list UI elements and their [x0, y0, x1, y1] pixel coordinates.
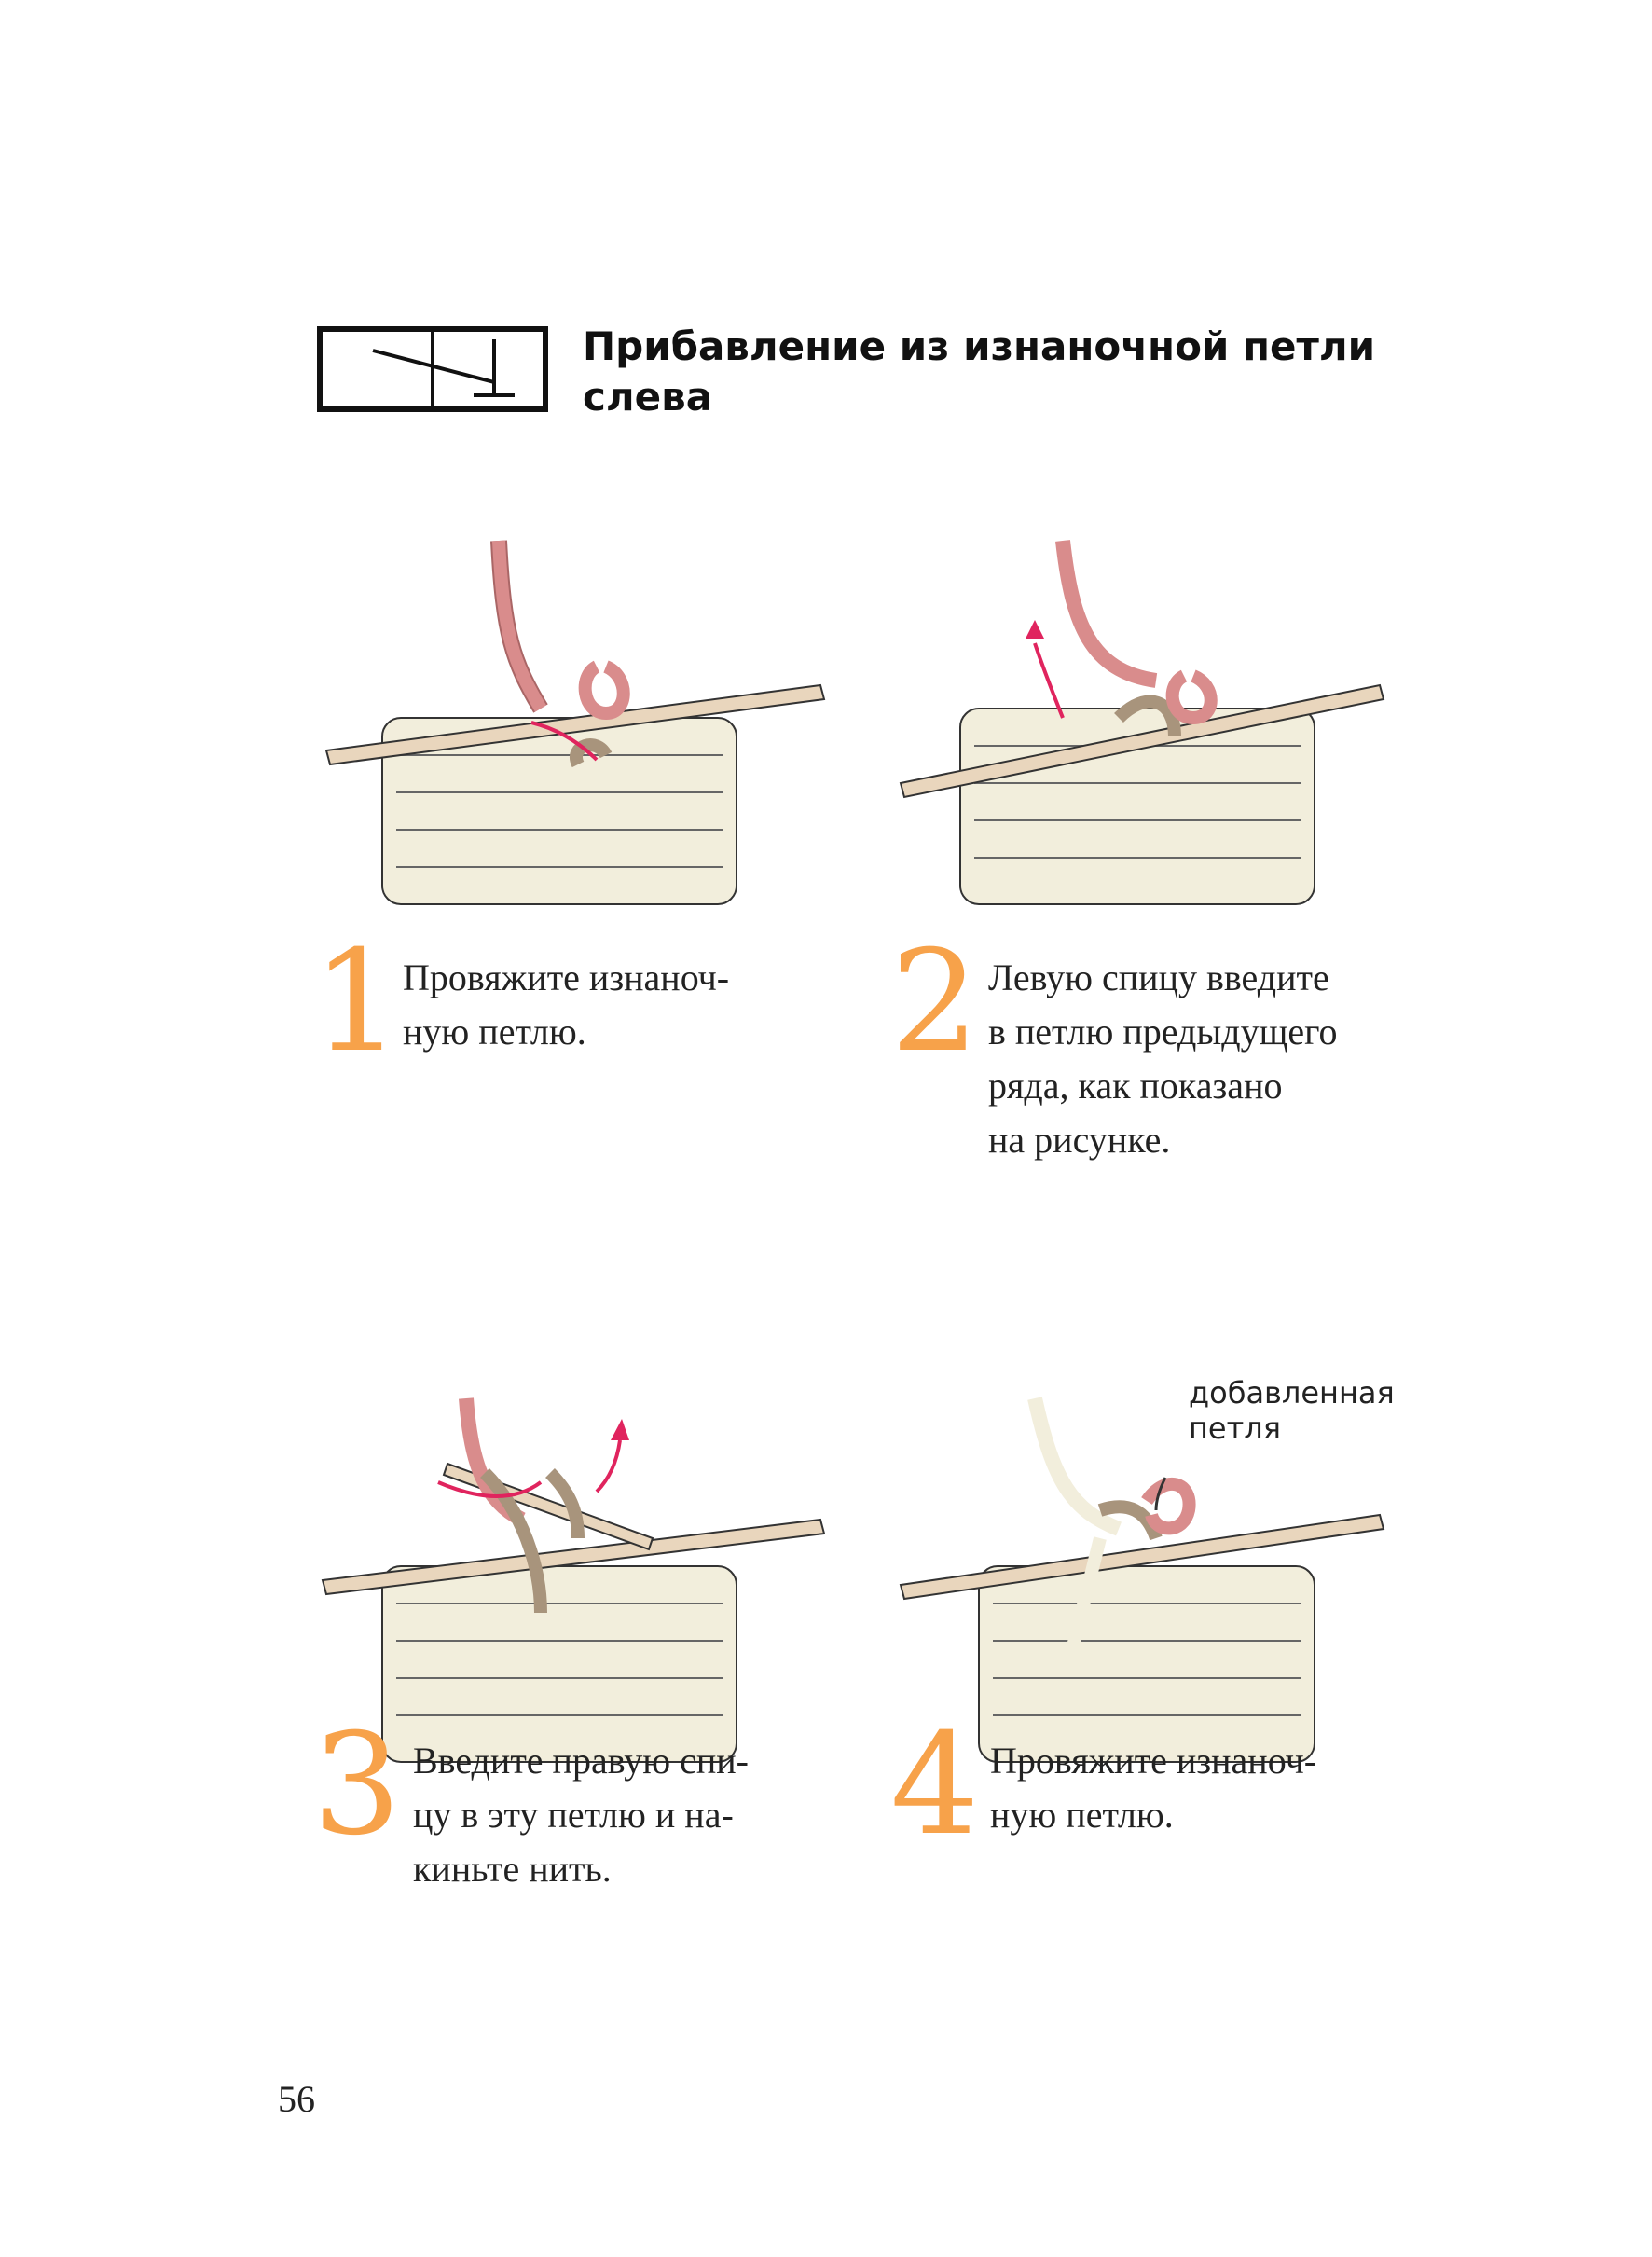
- step-1-text: Провяжите изнаноч- ную петлю.: [403, 956, 730, 1053]
- step-2-illustration: [899, 540, 1385, 905]
- step-2-text: Левую спицу введите в петлю предыдущего …: [988, 956, 1338, 1161]
- step-4-number: 4: [890, 1704, 980, 1866]
- page-title: Прибавление из изнаночной петли слева: [583, 323, 1376, 420]
- step-4-text: Провяжите изнаноч- ную петлю.: [990, 1740, 1317, 1836]
- step-2-number: 2: [890, 921, 980, 1083]
- step-3-text: Введите правую спи- цу в эту петлю и на-…: [413, 1740, 749, 1890]
- increase-chart-symbol: [317, 326, 548, 412]
- step-4-illustration: [899, 1397, 1385, 1763]
- added-loop-label: добавленная петля: [1189, 1375, 1395, 1446]
- step-1-number: 1: [312, 921, 402, 1083]
- page-number: 56: [278, 2078, 315, 2120]
- step-3-number: 3: [312, 1704, 402, 1866]
- step-1-illustration: [324, 540, 826, 905]
- step-3-illustration: [321, 1397, 826, 1763]
